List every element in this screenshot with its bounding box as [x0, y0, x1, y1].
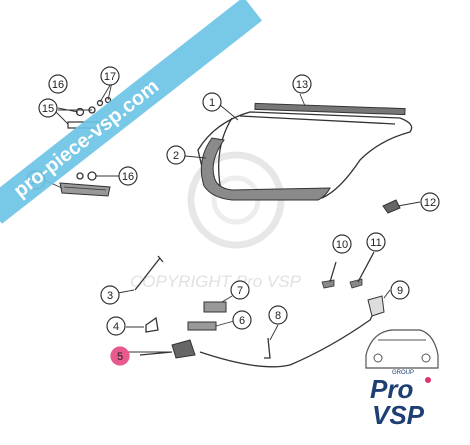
callout-number: 8 [275, 310, 281, 322]
plate-parts [187, 301, 227, 331]
callout-c11: 11 [366, 232, 386, 252]
callout-number: 9 [397, 285, 403, 297]
callout-c4: 4 [106, 316, 126, 336]
callout-number: 17 [104, 71, 116, 83]
latch-part [139, 339, 196, 359]
copyright-watermark: COPYRIGHT Pro VSP [130, 151, 302, 291]
callout-number: 16 [122, 171, 134, 183]
callout-c8: 8 [268, 305, 288, 325]
callout-circle [232, 310, 252, 330]
callout-circle [390, 280, 410, 300]
callout-circle [110, 346, 130, 366]
callout-c2: 2 [166, 145, 186, 165]
bonnet-strip-part [254, 102, 406, 116]
callout-c15: 15 [38, 98, 58, 118]
pro-vsp-logo: GROUP Pro VSP [365, 329, 439, 430]
callout-circle [166, 145, 186, 165]
logo-tagline: GROUP [392, 370, 414, 376]
callout-circle [230, 280, 250, 300]
callout-number: 16 [52, 79, 64, 91]
callout-circle [48, 74, 68, 94]
callout-c6: 6 [232, 310, 252, 330]
callout-circle [100, 285, 120, 305]
logo-word-pro: Pro [370, 374, 413, 404]
callout-circle [202, 92, 222, 112]
callout-circle [420, 192, 440, 212]
logo-accent-dot [425, 377, 431, 383]
callout-number: 4 [113, 321, 119, 333]
callout-c3: 3 [100, 285, 120, 305]
callout-circle [366, 232, 386, 252]
clip-part-4 [145, 316, 159, 333]
callout-c12: 12 [420, 192, 440, 212]
watermark-text: COPYRIGHT Pro VSP [130, 272, 302, 291]
callout-number: 6 [239, 315, 245, 327]
callout-number: 7 [237, 285, 243, 297]
callout-c17: 17 [100, 66, 120, 86]
callout-number: 15 [42, 103, 54, 115]
callout-c16b: 16 [118, 166, 138, 186]
callout-circle [38, 98, 58, 118]
callout-c10: 10 [332, 234, 352, 254]
callout-circle [106, 316, 126, 336]
callout-number: 5 [117, 351, 123, 363]
grille-part [59, 182, 111, 197]
callout-number: 12 [424, 197, 436, 209]
callout-circle [292, 74, 312, 94]
release-cable-part [199, 295, 385, 368]
stay-rod-part [134, 255, 164, 291]
logo-word-vsp: VSP [372, 400, 425, 430]
callout-circle [118, 166, 138, 186]
callout-c5: 5 [110, 346, 130, 366]
bonnet-seal-part [200, 137, 331, 201]
callout-c1: 1 [202, 92, 222, 112]
callout-circle [100, 66, 120, 86]
callout-number: 10 [336, 239, 348, 251]
callout-number: 11 [370, 237, 381, 249]
callout-number: 1 [209, 97, 215, 109]
callout-c13: 13 [292, 74, 312, 94]
callout-circle [268, 305, 288, 325]
callout-number: 2 [173, 150, 179, 162]
callout-circle [332, 234, 352, 254]
pad-parts [321, 251, 375, 289]
callout-c7: 7 [230, 280, 250, 300]
callout-group: 123456789101112131415161617 [26, 66, 440, 366]
callout-c9: 9 [390, 280, 410, 300]
callout-c16a: 16 [48, 74, 68, 94]
callout-number: 3 [107, 290, 113, 302]
callout-number: 13 [296, 79, 308, 91]
release-handle-part [264, 337, 271, 359]
bracket-part-12 [382, 199, 401, 214]
banner-text: pro-piece-vsp.com [10, 75, 164, 202]
